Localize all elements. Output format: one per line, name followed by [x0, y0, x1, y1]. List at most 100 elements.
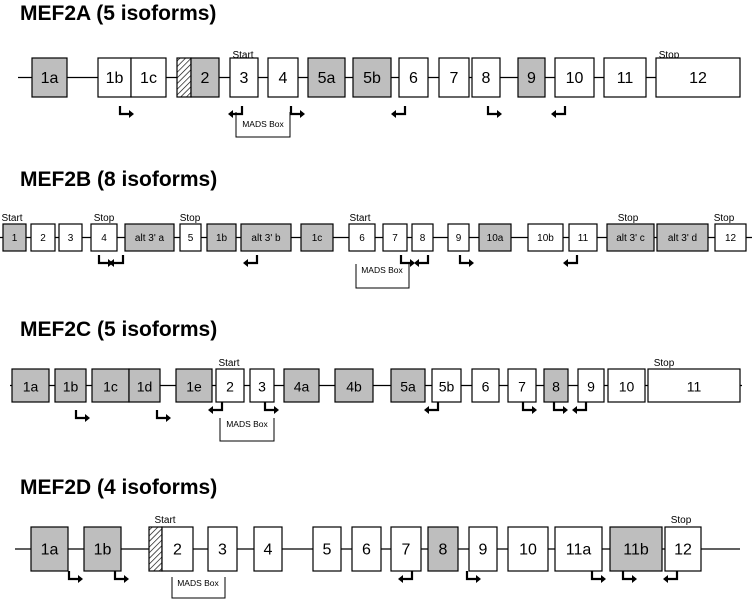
splice-arrow-icon	[424, 402, 440, 414]
exon-label: 3	[68, 233, 74, 244]
exon-box	[312, 526, 342, 572]
splice-arrow-icon	[243, 255, 259, 267]
mads-box-label-mef2b: MADS Box	[361, 265, 403, 275]
exon-box	[507, 368, 537, 403]
exon-box	[229, 57, 259, 98]
exon-box	[31, 57, 68, 98]
exon-label: 6	[409, 70, 418, 87]
exon-box	[471, 368, 500, 403]
exon-box	[267, 57, 299, 98]
splice-arrow-icon	[391, 106, 407, 118]
gene-title-mef2c: MEF2C (5 isoforms)	[20, 318, 217, 341]
exon-label: alt 3' c	[616, 233, 645, 244]
exon-label: 8	[439, 542, 448, 559]
splice-arrow-icon	[551, 106, 567, 118]
splice-arrow-icon	[486, 106, 502, 118]
splice-arrow-icon	[97, 255, 113, 267]
splice-arrow-icon	[414, 255, 430, 267]
exon-box	[543, 368, 569, 403]
exon-box	[606, 223, 655, 252]
exon-box	[190, 57, 220, 98]
splice-arrow-icon	[289, 106, 305, 118]
splice-arrow-icon	[113, 571, 129, 583]
mads-box-bracket-mef2c: MADS Box	[219, 418, 275, 442]
splice-arrow-icon	[465, 571, 481, 583]
exon-box	[655, 57, 741, 98]
exon-label: 1b	[216, 233, 228, 244]
exon-label: 1e	[186, 379, 202, 395]
mads-box-bracket-mef2d: MADS Box	[171, 577, 226, 599]
exon-box	[609, 526, 663, 572]
exon-box	[83, 526, 122, 572]
exon-label: 6	[359, 233, 365, 244]
exon-label: 1b	[106, 70, 124, 87]
splice-arrow-icon	[67, 571, 83, 583]
exon-label: 10b	[537, 233, 554, 244]
exon-label: 3	[218, 542, 227, 559]
exon-box	[352, 57, 392, 98]
exon-box	[249, 368, 275, 403]
exon-label: 10	[519, 542, 537, 559]
exon-label: 1a	[23, 379, 39, 395]
exon-box	[175, 368, 213, 403]
exon-box	[603, 57, 647, 98]
exon-label: 11	[617, 70, 634, 87]
exon-label: 7	[402, 542, 411, 559]
exon-label: 1a	[41, 70, 59, 87]
exon-box	[207, 526, 238, 572]
stop-label-mef2d: Stop	[671, 515, 692, 526]
exon-box	[283, 368, 320, 403]
exon-label: 1a	[41, 542, 59, 559]
gene-title-mef2d: MEF2D (4 isoforms)	[20, 476, 217, 499]
splice-arrow-icon	[398, 571, 414, 583]
exon-label: 7	[518, 379, 526, 395]
stop-label-mef2a: Stop	[659, 50, 680, 61]
exon-box	[348, 223, 376, 252]
exon-box	[390, 368, 426, 403]
exon-box	[411, 223, 434, 252]
exon-box	[714, 223, 747, 252]
exon-label: alt 3' d	[668, 233, 697, 244]
exon-box	[2, 223, 27, 252]
splice-arrow-icon	[263, 402, 279, 414]
start-label-mef2a: Start	[232, 50, 253, 61]
exon-label: alt 3' b	[251, 233, 281, 244]
exon-label: 3	[258, 379, 266, 395]
exon-box	[128, 368, 161, 403]
gene-title-mef2b: MEF2B (8 isoforms)	[20, 168, 217, 191]
exon-box	[647, 368, 741, 403]
exon-box	[253, 526, 283, 572]
exon-box	[97, 57, 132, 98]
exon-box	[527, 223, 564, 252]
exon-box	[478, 223, 512, 252]
exon-label: 1b	[94, 542, 112, 559]
splice-arrow-icon	[74, 410, 90, 422]
splice-arrow-icon	[521, 402, 537, 414]
exon-box	[447, 223, 470, 252]
exon-label: 4	[264, 542, 273, 559]
exon-box	[577, 368, 605, 403]
exon-box	[507, 526, 549, 572]
stop-label-mef2c: Stop	[654, 358, 675, 369]
exon-box	[471, 57, 501, 98]
exon-label: 12	[725, 233, 737, 244]
splice-arrow-icon	[228, 106, 244, 118]
exon-box	[390, 526, 422, 572]
splice-arrow-icon	[621, 571, 637, 583]
stop-label-mef2b-4: Stop	[714, 213, 735, 224]
exon-label: 11b	[623, 542, 649, 559]
hatched-exon	[176, 57, 192, 98]
splice-arrow-icon	[552, 402, 568, 414]
mads-box-label-mef2c: MADS Box	[226, 419, 268, 429]
exon-label: 5	[323, 542, 332, 559]
exon-box	[130, 57, 167, 98]
exon-label: 2	[201, 70, 210, 87]
splice-arrow-icon	[563, 255, 579, 267]
exon-box	[11, 368, 50, 403]
exon-label: 1c	[103, 379, 118, 395]
exon-label: 1c	[312, 233, 323, 244]
